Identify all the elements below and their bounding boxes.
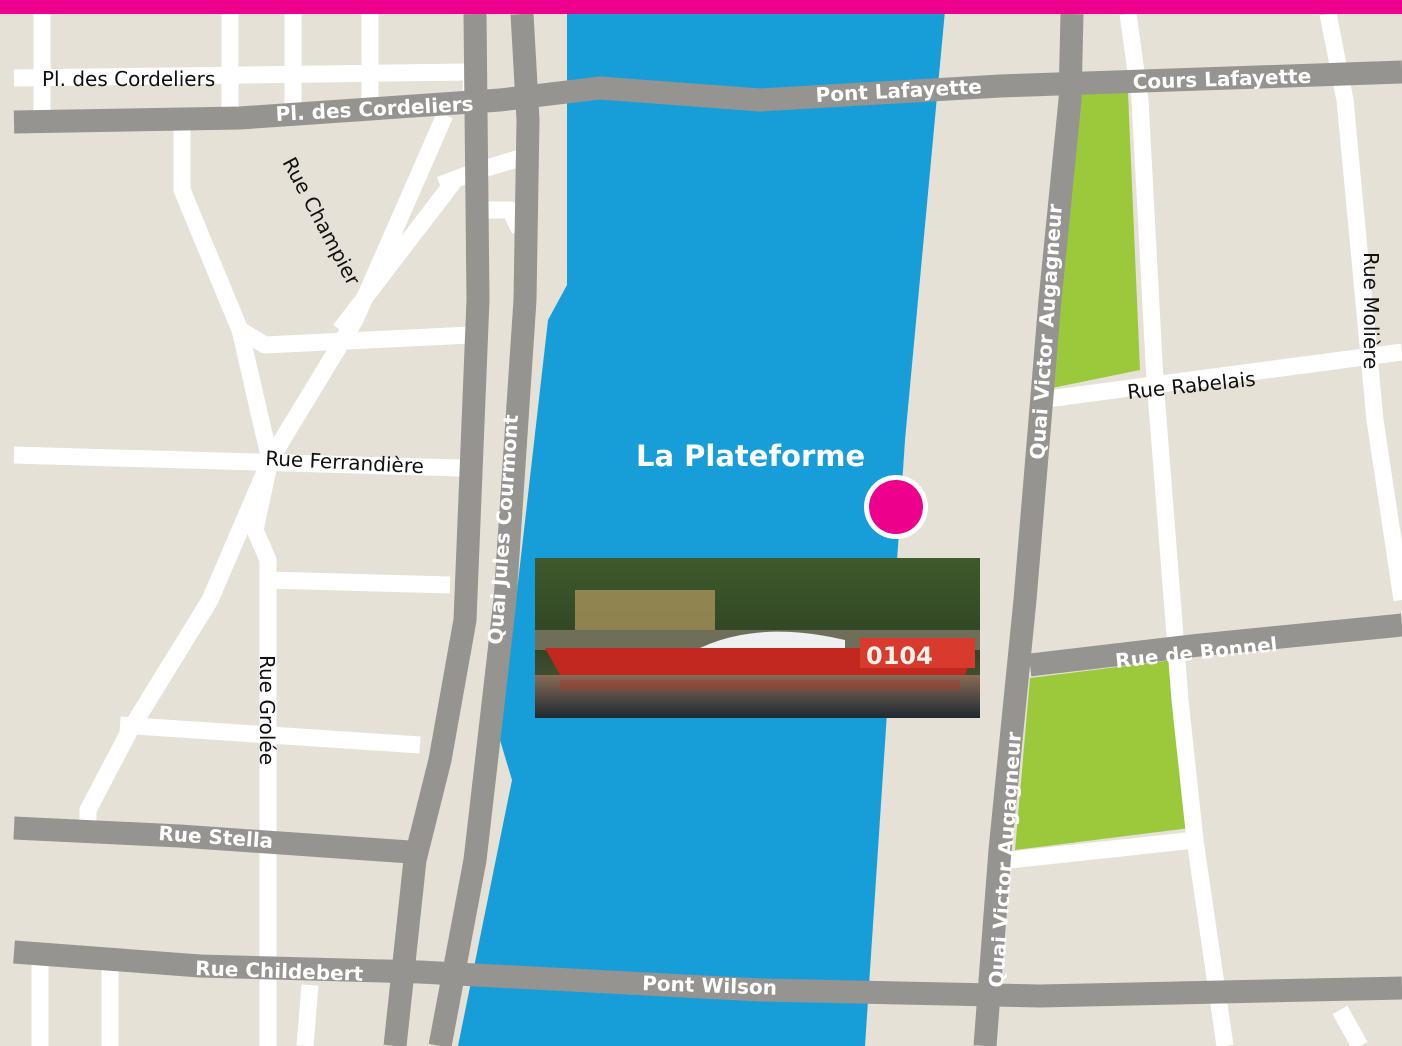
major-roads — [13, 13, 1402, 1046]
label-rue-moliere: Rue Molière — [1359, 252, 1383, 369]
park-north — [1052, 92, 1140, 388]
marker-title: La Plateforme — [636, 439, 865, 473]
boat-photo: 0104 — [535, 558, 980, 718]
minor-streets — [13, 12, 1402, 1046]
top-accent-bar — [0, 0, 1402, 14]
label-pont-wilson: Pont Wilson — [642, 971, 778, 1000]
svg-text:0104: 0104 — [866, 642, 933, 670]
label-pl-cordeliers-top: Pl. des Cordeliers — [42, 67, 215, 91]
label-rue-childebert: Rue Childebert — [195, 956, 364, 986]
label-rue-grolee: Rue Grolée — [255, 655, 279, 765]
river-rhone — [458, 0, 946, 1046]
location-dot-icon[interactable] — [864, 475, 928, 539]
park-south — [1015, 660, 1190, 850]
